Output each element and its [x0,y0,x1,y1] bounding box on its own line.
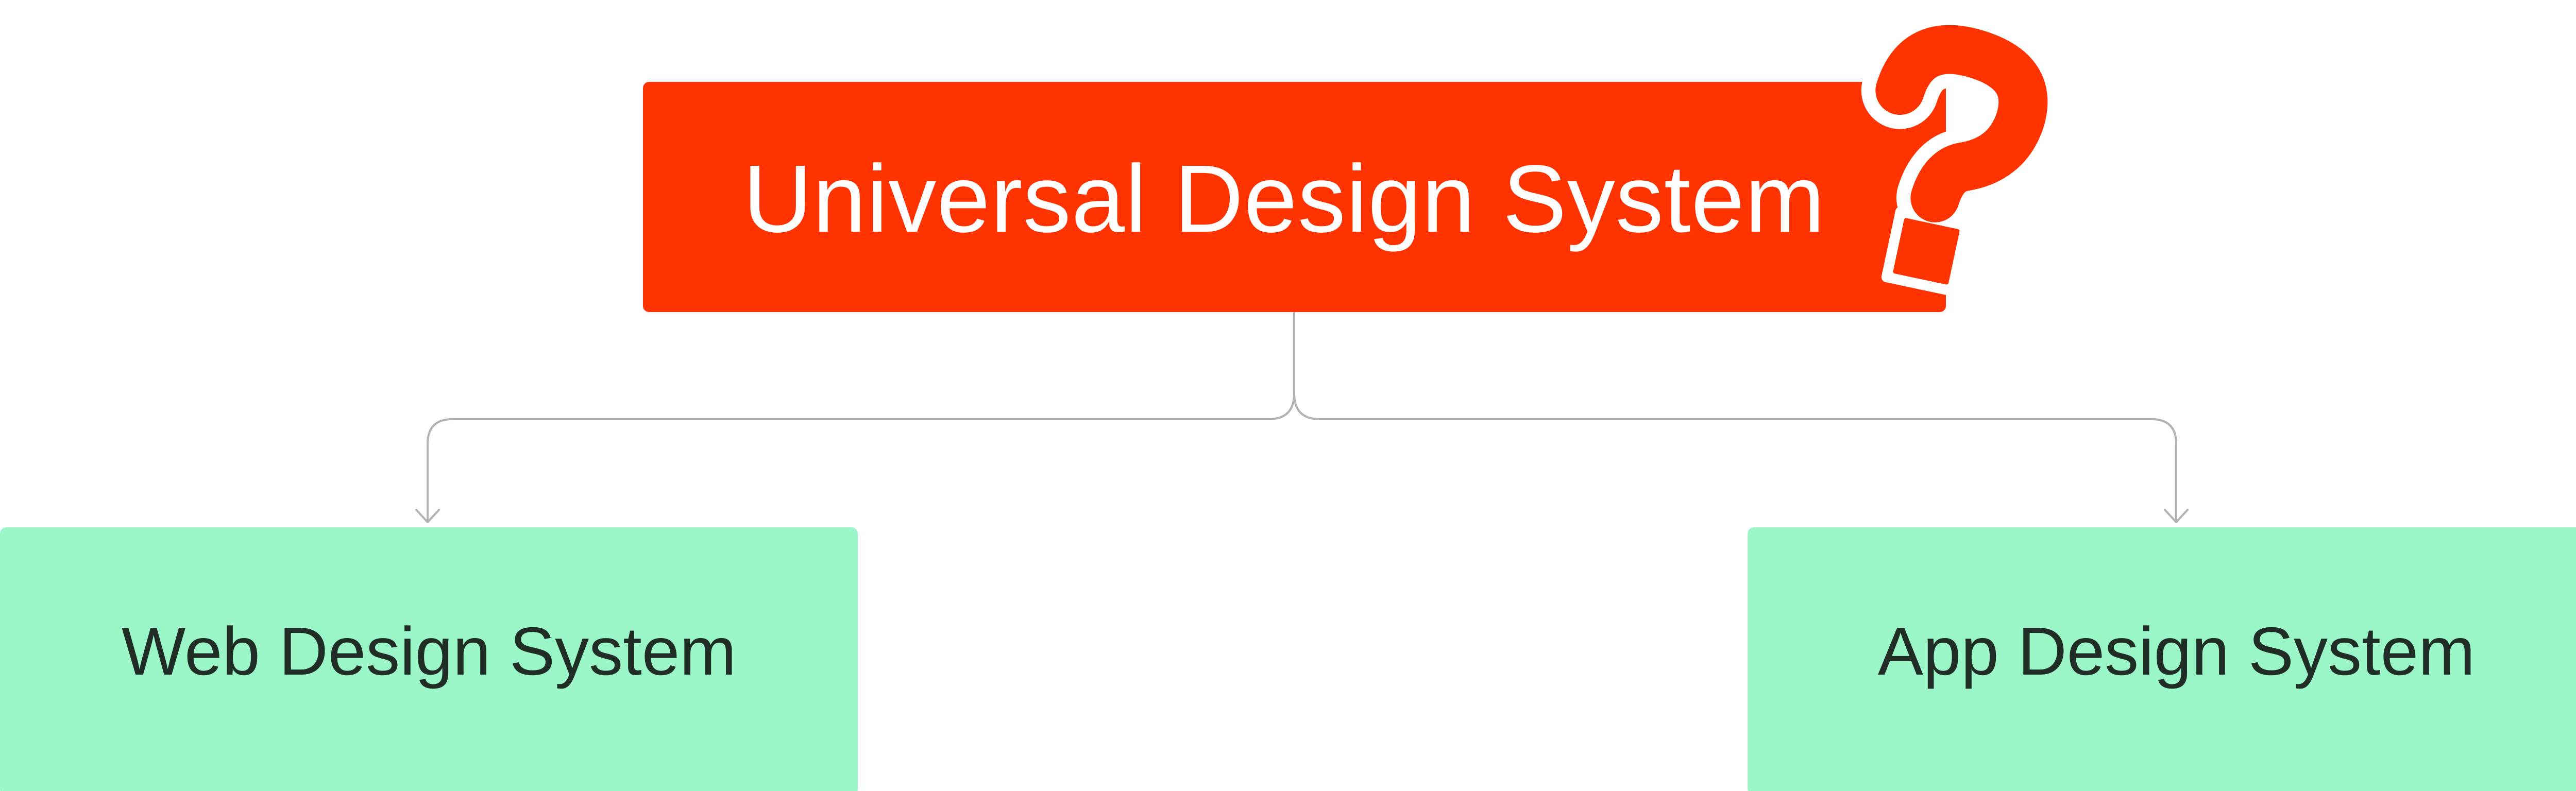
root-node-label: Universal Design System [743,146,1825,252]
connector-trunk [427,311,1295,522]
question-mark-icon [1861,11,2062,297]
app-design-system-label: App Design System [1877,613,2476,689]
web-design-system-node[interactable]: Web Design System [0,527,858,791]
connector-to-app [1293,392,2177,522]
arrowhead-left [415,509,440,523]
app-design-system-node[interactable]: App Design System [1748,527,2576,791]
web-design-system-label: Web Design System [121,613,737,689]
arrowhead-right [2164,509,2189,523]
root-node[interactable]: Universal Design System [643,82,1946,312]
